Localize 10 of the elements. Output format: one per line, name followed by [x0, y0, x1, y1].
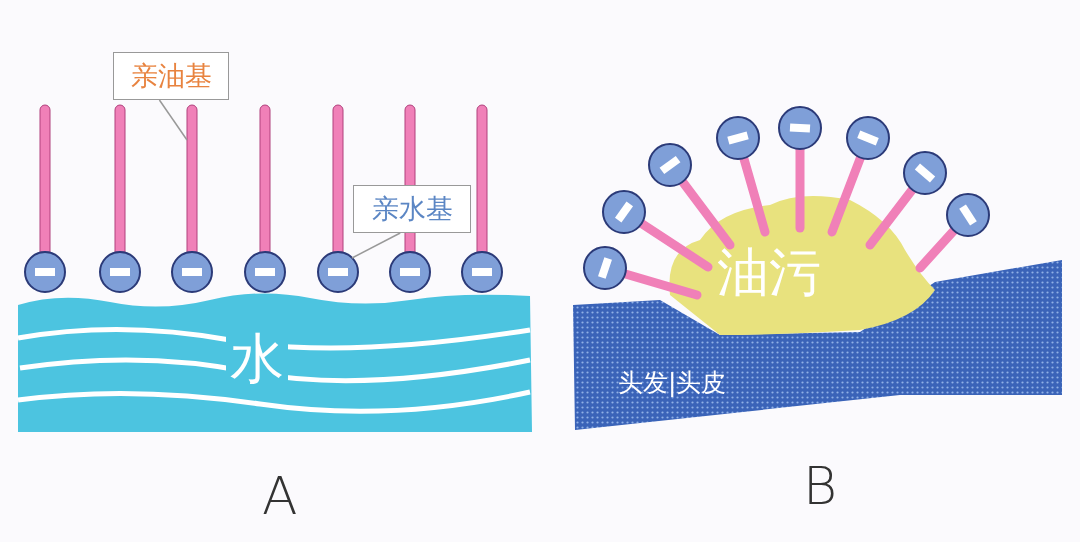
oil-stain-text: 油污: [717, 246, 821, 298]
panel-letter: B: [803, 460, 838, 512]
callout-text: 亲水基: [371, 192, 453, 226]
callout-text: 亲油基: [130, 59, 212, 93]
leader-line: [351, 232, 401, 259]
callout-bubble: [113, 52, 229, 100]
panel-letter: A: [262, 470, 298, 522]
scalp-text: 头发|头皮: [618, 370, 727, 395]
leader-line: [158, 99, 188, 141]
callout-bubble: [353, 185, 471, 233]
